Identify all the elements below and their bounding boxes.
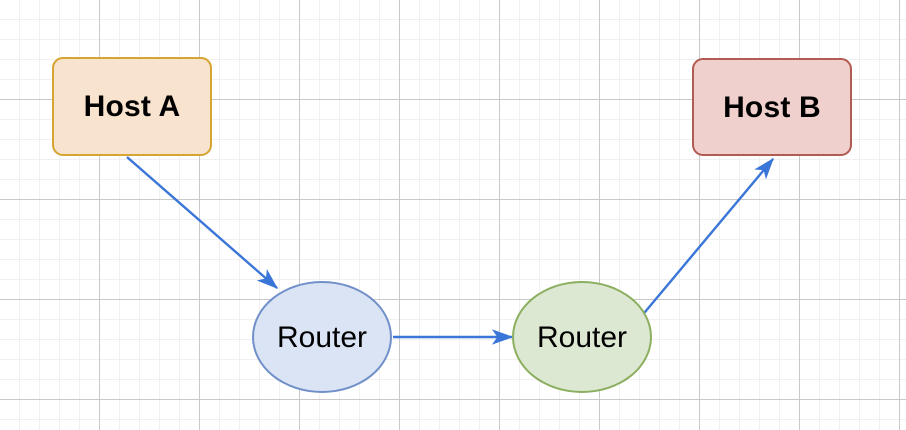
node-router-1-label: Router bbox=[276, 320, 368, 354]
node-router-2-label: Router bbox=[536, 320, 628, 354]
node-host-a[interactable]: Host A bbox=[52, 57, 212, 156]
node-host-b[interactable]: Host B bbox=[692, 58, 852, 156]
edge-host-a-to-router-1[interactable] bbox=[126, 156, 279, 289]
node-host-a-label: Host A bbox=[83, 90, 181, 123]
edge-router-2-to-host-b[interactable] bbox=[639, 157, 774, 319]
node-router-1[interactable]: Router bbox=[252, 281, 392, 393]
node-router-2[interactable]: Router bbox=[512, 281, 652, 393]
node-host-b-label: Host B bbox=[723, 90, 821, 124]
